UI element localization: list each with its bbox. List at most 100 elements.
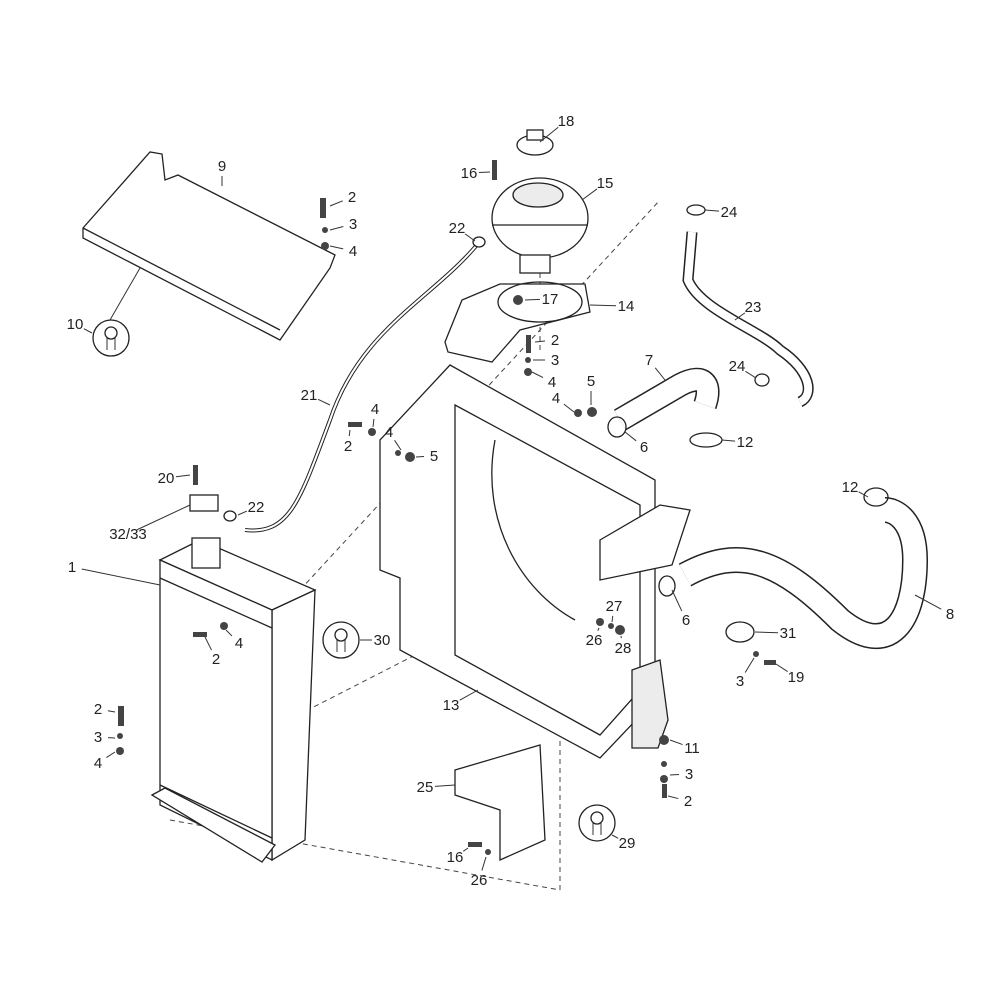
tank-bracket-part-14 — [444, 281, 591, 363]
callout-label: 30 — [374, 632, 391, 649]
leader-line — [667, 795, 679, 800]
leader-line — [534, 340, 546, 343]
leader-line — [329, 245, 344, 250]
callout-label: 3 — [94, 729, 102, 746]
o-ring-part-6 — [658, 575, 676, 597]
leader-line — [329, 226, 344, 231]
o-ring-part-22 — [472, 236, 486, 248]
leader-line — [611, 834, 619, 839]
callout-label: 4 — [349, 243, 357, 260]
leader-line — [539, 126, 559, 143]
leader-line — [654, 367, 666, 381]
callout-label: 14 — [618, 298, 635, 315]
callout-label: 4 — [552, 390, 560, 407]
leader-line — [524, 298, 541, 301]
leader-line — [478, 171, 491, 174]
callout-label: 6 — [640, 439, 648, 456]
callout-label: 12 — [842, 479, 859, 496]
callout-label: 6 — [682, 612, 690, 629]
leader-line — [372, 418, 375, 428]
radiator-frame-part-13 — [379, 364, 691, 759]
sensor-part-32-33 — [189, 494, 219, 512]
callout-label: 19 — [788, 669, 805, 686]
leader-line — [624, 431, 637, 442]
leader-line — [531, 371, 544, 378]
callout-label: 2 — [94, 701, 102, 718]
leader-line — [81, 568, 161, 586]
callout-label: 4 — [94, 755, 102, 772]
callout-label: 26 — [586, 632, 603, 649]
leader-line — [671, 589, 683, 612]
callout-label: 11 — [684, 740, 700, 757]
leader-line — [597, 627, 600, 631]
callout-label: 1 — [68, 559, 76, 576]
o-ring-part-24 — [754, 373, 770, 387]
leader-line — [106, 751, 116, 758]
callout-label: 3 — [736, 673, 744, 690]
callout-label: 20 — [158, 470, 175, 487]
callout-label: 22 — [248, 499, 265, 516]
leader-line — [464, 233, 476, 242]
callout-label: 28 — [615, 640, 632, 657]
leader-line — [434, 784, 456, 787]
leader-line — [175, 474, 191, 478]
filler-cap-part-18 — [516, 129, 554, 156]
callout-label: 25 — [417, 779, 434, 796]
callout-label: 4 — [371, 401, 379, 418]
clamp-part-31 — [725, 621, 755, 643]
leader-line — [744, 657, 755, 673]
callout-label: 5 — [430, 448, 438, 465]
leader-line — [462, 847, 469, 852]
leader-line — [611, 615, 614, 623]
callout-label: 17 — [542, 291, 559, 308]
callout-label: 27 — [606, 598, 623, 615]
radiator-part-1 — [150, 537, 317, 863]
callout-label: 4 — [385, 424, 393, 441]
callout-label: 26 — [471, 872, 488, 889]
clamp-part-12 — [689, 432, 723, 448]
leader-line — [914, 594, 942, 610]
clamp-part-12 — [863, 487, 889, 507]
leader-line — [317, 398, 331, 406]
leader-line — [858, 491, 869, 498]
leader-line — [83, 328, 93, 334]
leader-line — [721, 439, 736, 442]
shield-part-9 — [82, 151, 336, 341]
leader-line — [581, 188, 598, 201]
leader-line — [348, 429, 351, 437]
detail-view-icon — [578, 804, 616, 842]
detail-view-icon — [92, 319, 130, 357]
fasteners — [116, 160, 776, 855]
leader-line — [734, 312, 746, 321]
o-ring-part-24 — [686, 204, 706, 216]
callout-label: 10 — [67, 316, 84, 333]
leader-line — [669, 739, 683, 746]
callout-label: 9 — [218, 158, 226, 175]
leader-line — [481, 856, 487, 871]
callout-label: 31 — [780, 625, 797, 642]
leader-line — [589, 304, 617, 307]
leader-line — [459, 689, 479, 701]
callout-label: 13 — [443, 697, 460, 714]
callout-label: 24 — [729, 358, 746, 375]
callout-label: 29 — [619, 835, 636, 852]
bracket-part-25 — [454, 744, 546, 862]
callout-label: 24 — [721, 204, 738, 221]
callout-label: 15 — [597, 175, 614, 192]
callout-label: 2 — [212, 651, 220, 668]
leader-line — [107, 710, 116, 713]
leader-line — [745, 370, 757, 379]
callout-label: 3 — [685, 766, 693, 783]
callout-label: 4 — [548, 374, 556, 391]
callout-label: 2 — [348, 189, 356, 206]
leader-line — [204, 636, 212, 651]
callout-label: 2 — [344, 438, 352, 455]
callout-label: 7 — [645, 352, 653, 369]
leader-line — [225, 629, 233, 637]
callout-label: 8 — [946, 606, 954, 623]
expansion-tank-part-15 — [491, 177, 589, 274]
o-ring-part-6 — [607, 416, 627, 438]
